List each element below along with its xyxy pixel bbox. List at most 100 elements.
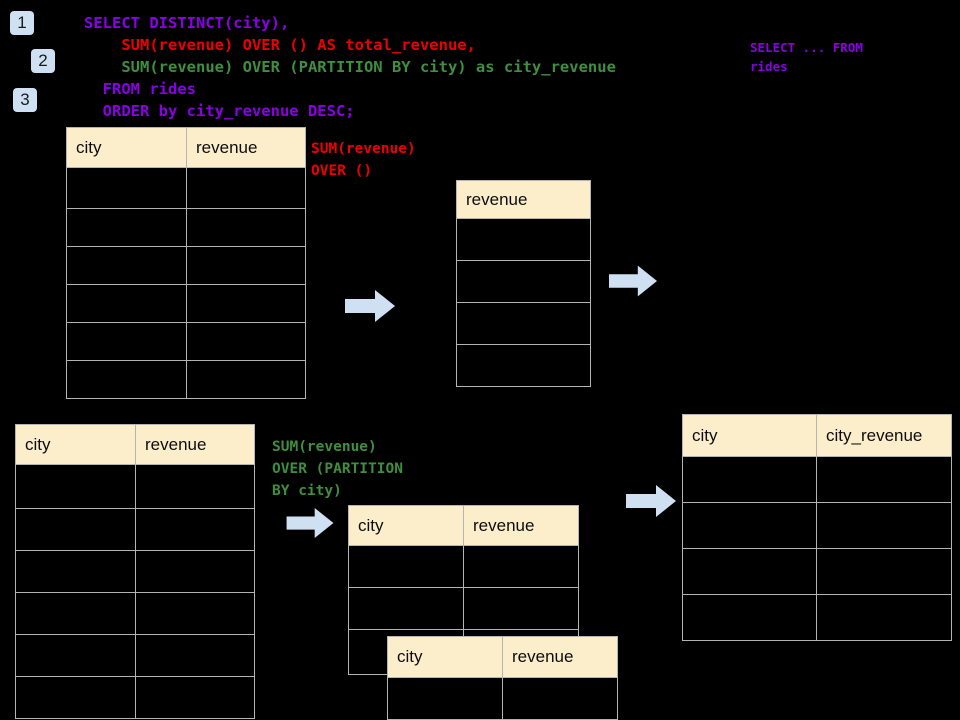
sql-line-select-distinct: SELECT DISTINCT(city), — [84, 14, 290, 32]
table-cell — [15, 676, 136, 719]
table-header-row: city city_revenue — [682, 414, 952, 457]
table-row — [15, 592, 255, 635]
table-row — [66, 360, 306, 399]
column-header-city: city — [15, 424, 136, 465]
table-row — [66, 208, 306, 247]
step-badge-2: 2 — [31, 49, 55, 73]
table-row — [682, 502, 952, 549]
table-row — [66, 246, 306, 285]
table-cell — [682, 502, 817, 549]
table-total-revenue: revenue — [456, 180, 591, 387]
table-header-row: city revenue — [387, 636, 618, 678]
table-cell — [348, 587, 464, 630]
arrow-total-to-result — [609, 265, 657, 297]
table-cell — [135, 634, 255, 677]
column-header-revenue: revenue — [186, 127, 306, 168]
table-row — [15, 634, 255, 677]
table-cell — [15, 592, 136, 635]
annotation-source-select-line1: SELECT ... FROM — [750, 40, 863, 55]
table-cell — [66, 167, 187, 209]
column-header-city: city — [348, 505, 464, 546]
table-row — [15, 676, 255, 719]
sql-line-city-revenue: SUM(revenue) OVER (PARTITION BY city) as… — [84, 58, 616, 76]
table-cell — [463, 587, 579, 630]
table-row — [456, 260, 591, 303]
table-cell — [456, 260, 591, 303]
annotation-total-revenue-line1: SUM(revenue) — [311, 141, 416, 157]
table-cell — [502, 677, 618, 720]
table-cell — [66, 322, 187, 361]
table-cell — [456, 218, 591, 261]
table-header-row: city revenue — [348, 505, 579, 546]
table-row — [682, 548, 952, 595]
table-row — [66, 322, 306, 361]
table-cell — [682, 594, 817, 641]
table-cell — [186, 167, 306, 209]
table-cell — [816, 548, 952, 595]
column-header-city: city — [66, 127, 187, 168]
sql-line-total-revenue: SUM(revenue) OVER () AS total_revenue, — [84, 36, 476, 54]
table-cell — [135, 592, 255, 635]
table-cell — [682, 548, 817, 595]
table-cell — [186, 360, 306, 399]
table-cell — [186, 322, 306, 361]
table-cell — [135, 464, 255, 509]
table-partition-b: city revenue — [387, 636, 618, 720]
table-source-bottom: city revenue — [15, 424, 255, 719]
table-cell — [682, 456, 817, 503]
table-cell — [186, 284, 306, 323]
table-row — [456, 218, 591, 261]
table-row — [682, 594, 952, 641]
column-header-revenue: revenue — [456, 180, 591, 219]
column-header-revenue: revenue — [135, 424, 255, 465]
annotation-partition-line2: OVER (PARTITION — [272, 461, 403, 477]
table-source-top: city revenue — [66, 127, 306, 399]
column-header-city: city — [387, 636, 503, 678]
table-cell — [186, 208, 306, 247]
column-header-city-revenue: city_revenue — [816, 414, 952, 457]
table-row — [387, 677, 618, 720]
table-result: city city_revenue — [682, 414, 952, 641]
annotation-partition-line1: SUM(revenue) — [272, 439, 377, 455]
table-cell — [186, 246, 306, 285]
table-cell — [816, 502, 952, 549]
arrow-source-to-partition — [286, 508, 334, 538]
table-cell — [15, 550, 136, 593]
table-cell — [66, 246, 187, 285]
table-cell — [15, 508, 136, 551]
table-row — [66, 167, 306, 209]
table-cell — [816, 456, 952, 503]
step-badge-1: 1 — [10, 11, 34, 35]
table-row — [15, 464, 255, 509]
step-badge-3: 3 — [13, 88, 37, 112]
table-row — [15, 550, 255, 593]
sql-line-order-by: ORDER by city_revenue DESC; — [84, 102, 355, 120]
sql-line-from-rides: FROM rides — [84, 80, 196, 98]
table-cell — [66, 360, 187, 399]
annotation-source-select-line2: rides — [750, 59, 788, 74]
table-cell — [135, 676, 255, 719]
table-cell — [348, 545, 464, 588]
table-row — [66, 284, 306, 323]
table-row — [456, 302, 591, 345]
table-cell — [66, 208, 187, 247]
table-cell — [66, 284, 187, 323]
table-cell — [135, 550, 255, 593]
table-cell — [15, 634, 136, 677]
table-header-row: city revenue — [15, 424, 255, 465]
annotation-total-revenue-line2: OVER () — [311, 163, 373, 179]
column-header-revenue: revenue — [463, 505, 579, 546]
table-cell — [387, 677, 503, 720]
table-cell — [463, 545, 579, 588]
annotation-partition-line3: BY city) — [272, 483, 342, 499]
table-row — [456, 344, 591, 387]
table-cell — [15, 464, 136, 509]
table-cell — [816, 594, 952, 641]
table-row — [348, 545, 579, 588]
table-row — [15, 508, 255, 551]
table-cell — [456, 344, 591, 387]
arrow-partition-to-result — [626, 485, 676, 517]
table-header-row: revenue — [456, 180, 591, 219]
column-header-city: city — [682, 414, 817, 457]
